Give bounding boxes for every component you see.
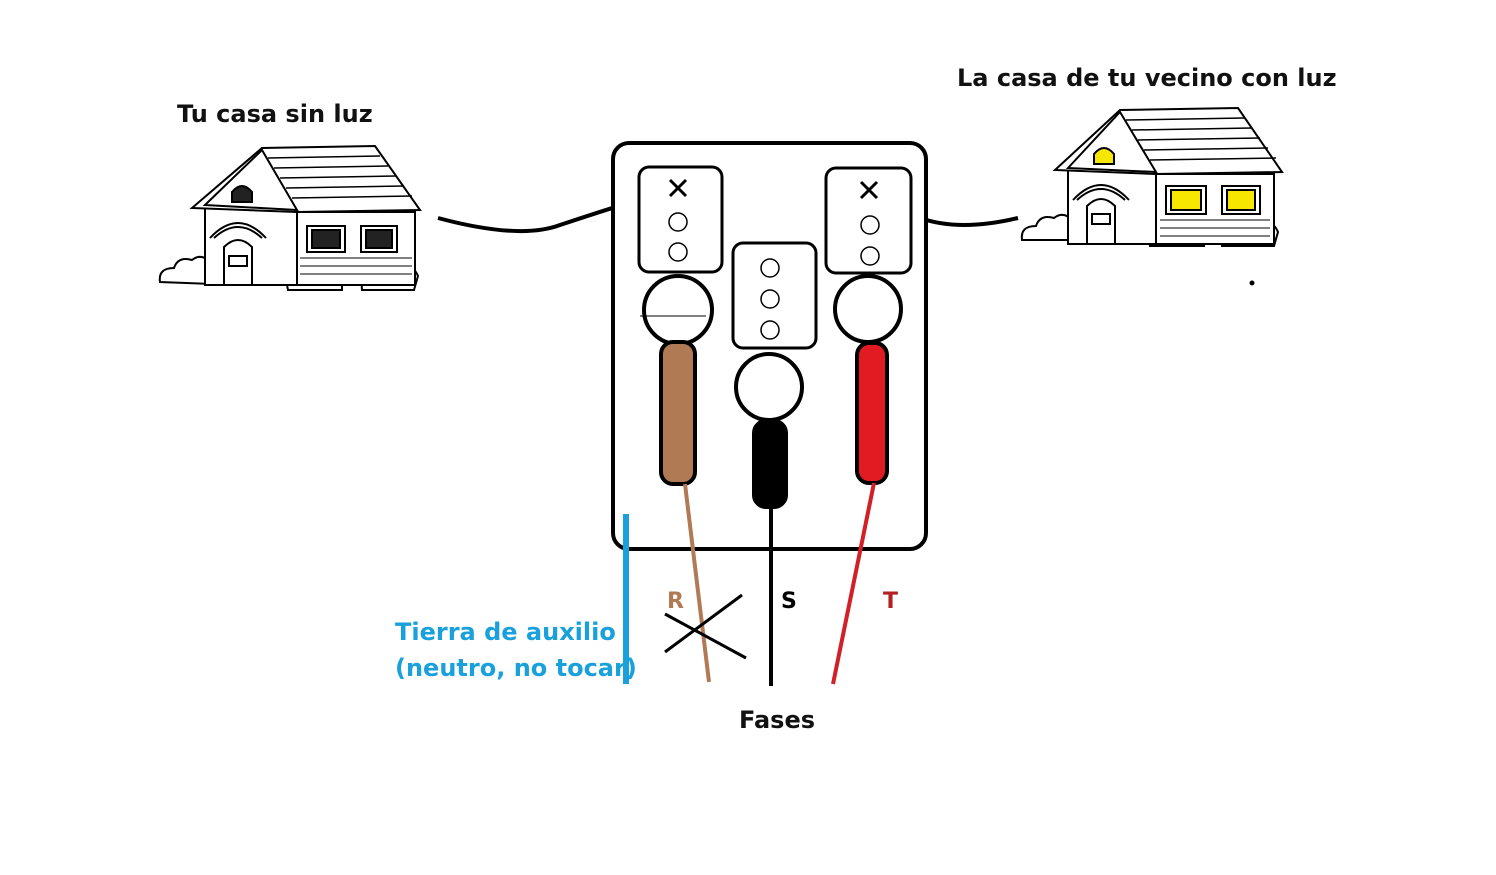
left-house-label: Tu casa sin luz: [177, 100, 373, 128]
terminal-hole: [668, 242, 688, 262]
terminal-hole: [668, 212, 688, 232]
screw-x-icon: [668, 178, 688, 198]
terminal-hole: [860, 215, 880, 235]
terminal-hole: [760, 258, 780, 278]
wire-phase-r: [683, 483, 711, 683]
right-house: [1020, 106, 1284, 247]
fuse-r: [659, 340, 697, 486]
phase-t-label: T: [883, 589, 899, 614]
fuse-holder-s: [734, 352, 804, 422]
phase-r-label: R: [667, 589, 684, 614]
fuse-holder-r: [642, 274, 714, 346]
left-house: [158, 144, 422, 291]
stray-dot: [1249, 280, 1255, 286]
right-house-label: La casa de tu vecino con luz: [957, 64, 1337, 92]
fuse-holder-t: [833, 274, 903, 344]
terminal-hole: [860, 246, 880, 266]
phases-label: Fases: [739, 706, 816, 734]
screw-x-icon: [859, 180, 879, 200]
phase-s-label: S: [781, 589, 797, 614]
terminal-hole: [760, 320, 780, 340]
ground-label-line1: Tierra de auxilio: [395, 618, 616, 646]
ground-label-line2: (neutro, no tocar): [395, 654, 637, 682]
wire-phase-t: [831, 482, 876, 685]
fuse-s: [752, 419, 788, 509]
cross-out-r-icon: [664, 593, 747, 660]
terminal-hole: [760, 289, 780, 309]
fuse-t: [855, 341, 889, 485]
